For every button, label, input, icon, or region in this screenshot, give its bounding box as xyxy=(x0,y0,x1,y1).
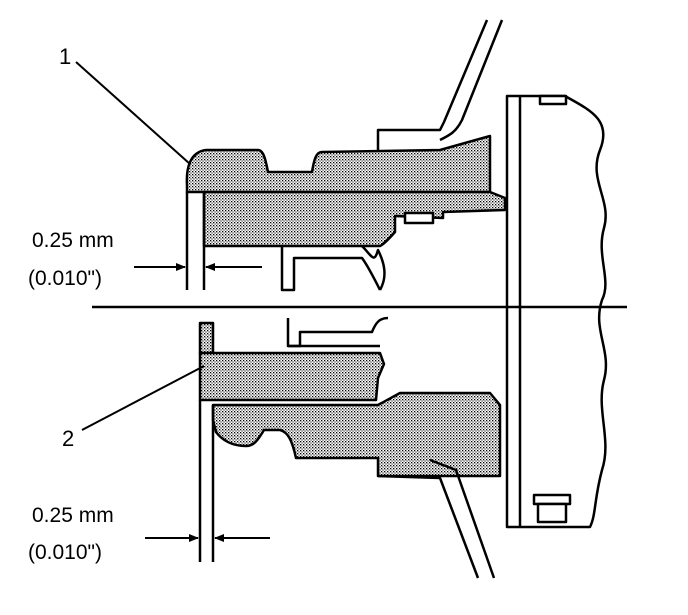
callout-2-label: 2 xyxy=(62,426,75,451)
upper-dimension-imperial: (0.010") xyxy=(28,267,102,290)
lower-dimension-imperial: (0.010") xyxy=(28,541,102,564)
lower-assembly xyxy=(198,316,502,579)
upper-dimension-metric: 0.25 mm xyxy=(32,229,114,252)
callout-2-leader xyxy=(81,365,205,431)
lower-dimension-metric: 0.25 mm xyxy=(32,504,114,527)
callout-1-label: 1 xyxy=(59,44,72,69)
callout-1-leader xyxy=(75,61,191,165)
upper-shaft xyxy=(376,19,504,160)
housing-right xyxy=(505,94,608,529)
upper-assembly xyxy=(185,134,507,292)
